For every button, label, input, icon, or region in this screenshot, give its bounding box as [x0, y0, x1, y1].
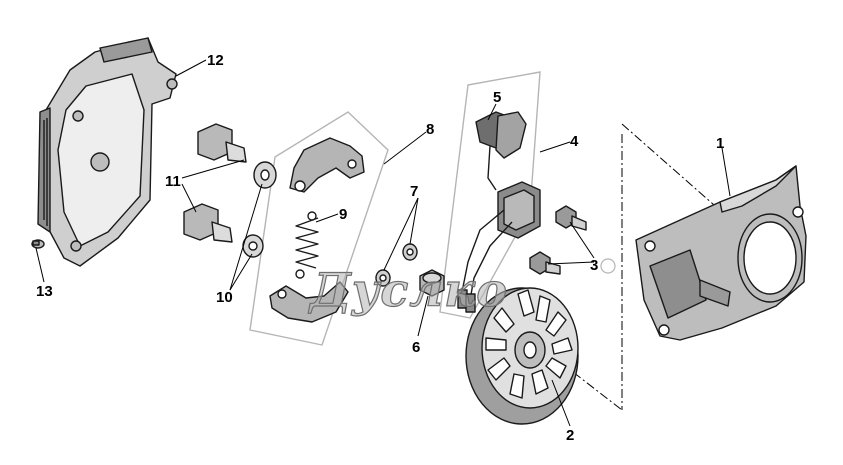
ignition-sensor-part: [475, 111, 527, 191]
leader-lines: [35, 59, 731, 427]
callout-4: 4: [570, 133, 579, 150]
callout-6: 6: [412, 339, 420, 356]
flywheel-part: [465, 287, 579, 425]
callout-1: 1: [716, 135, 724, 152]
callout-labels: 1 2 3 4 5 6 7 8 9 10 11 12 13: [36, 52, 724, 444]
washer-upper-part: [253, 161, 277, 189]
small-screw-part: [31, 239, 45, 249]
callout-2: 2: [566, 427, 574, 444]
flange-nut-part: [419, 269, 445, 297]
callout-12: 12: [207, 52, 224, 69]
callout-5: 5: [493, 89, 501, 106]
callout-8: 8: [426, 121, 434, 138]
callout-7: 7: [410, 183, 418, 200]
clutch-group-outline: [249, 111, 389, 346]
crankcase-part: [635, 165, 807, 341]
screw-upper-part: [555, 205, 587, 231]
clutch-spring-part: [295, 211, 319, 279]
starter-housing-part: [37, 37, 178, 267]
callout-10: 10: [216, 289, 233, 306]
callout-9: 9: [339, 206, 347, 223]
callout-11: 11: [165, 173, 181, 190]
washer-lower-part: [242, 234, 264, 258]
screw-lower-part: [529, 251, 561, 275]
clutch-shoe-lower-part: [269, 281, 349, 323]
bolt-upper-part: [197, 123, 247, 163]
callout-13: 13: [36, 283, 53, 300]
ignition-coil-part: [457, 181, 541, 313]
small-washer-lower-part: [375, 269, 391, 287]
watermark: Дуслко: [308, 263, 508, 317]
ignition-group-outline: [439, 71, 541, 319]
callout-3: 3: [590, 257, 598, 274]
reference-circle: [600, 258, 616, 274]
small-washer-upper-part: [402, 243, 418, 261]
clutch-shoe-upper-part: [289, 137, 365, 193]
bolt-lower-part: [183, 203, 233, 243]
